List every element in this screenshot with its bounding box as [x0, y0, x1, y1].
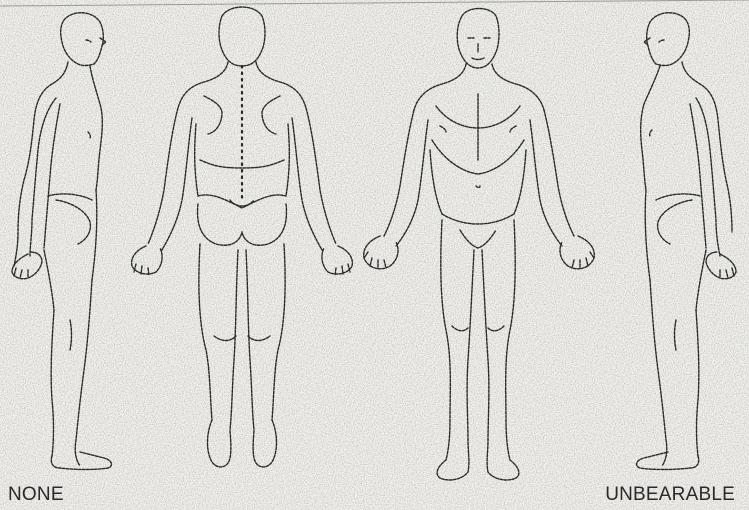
scale-label-none: NONE: [8, 484, 64, 506]
scale-label-unbearable: UNBEARABLE: [605, 484, 735, 506]
